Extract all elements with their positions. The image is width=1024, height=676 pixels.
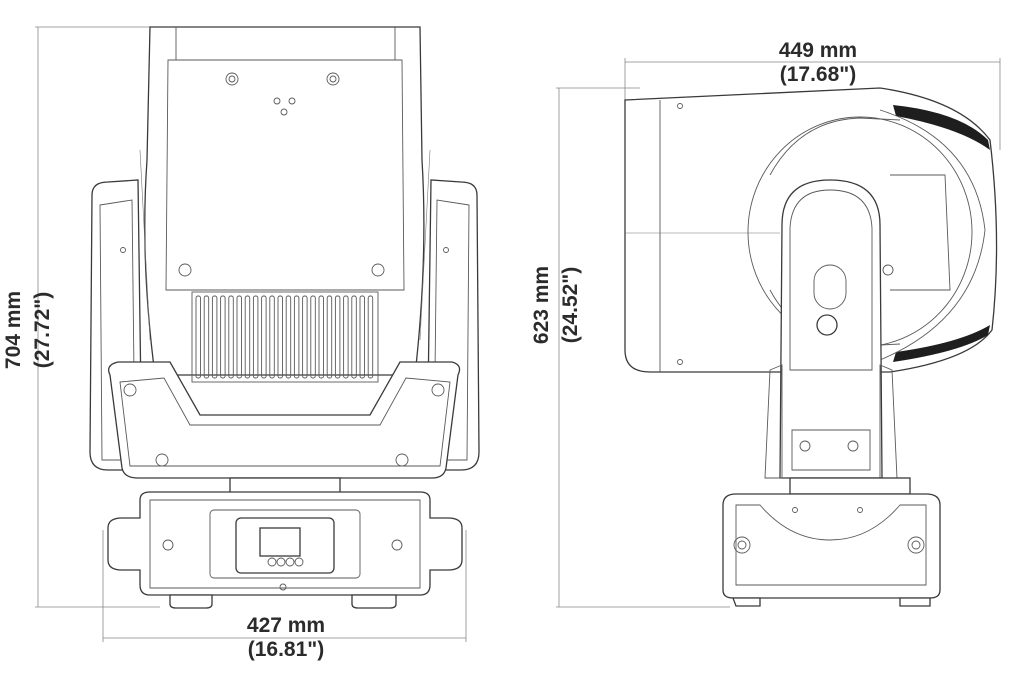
front-head-led-3 xyxy=(280,108,288,116)
vent-slot xyxy=(277,295,283,379)
front-head-screw-bl xyxy=(178,263,192,277)
vent-slot xyxy=(236,295,242,379)
front-head-left-edge xyxy=(139,149,151,341)
front-control-button-3 xyxy=(285,557,295,567)
front-control-button-1 xyxy=(267,557,277,567)
vent-slot xyxy=(367,295,374,379)
front-vent-grille-frame xyxy=(191,291,379,383)
front-base-screw-right xyxy=(391,539,403,551)
front-head-screw-tl-inner xyxy=(228,75,236,83)
side-height-in-label: (24.52") xyxy=(559,267,582,344)
vent-slot xyxy=(343,295,349,379)
vent-slot xyxy=(359,295,365,379)
front-display-screen xyxy=(259,527,301,557)
side-yoke-screw-2 xyxy=(847,440,859,452)
side-head-screw-top xyxy=(677,103,683,109)
side-yoke-right-rib xyxy=(879,364,898,479)
vent-slot xyxy=(203,295,210,379)
vent-slot xyxy=(293,295,300,379)
vent-slot xyxy=(326,295,333,379)
vent-slot xyxy=(318,295,324,379)
vent-slot xyxy=(244,295,251,379)
front-vent-slots xyxy=(195,295,374,379)
side-yoke-screw-1 xyxy=(799,440,811,452)
side-logo-badge xyxy=(816,314,838,336)
front-base-inner xyxy=(149,499,421,589)
side-yoke-lower-panel xyxy=(791,429,871,471)
front-head-screw-tl xyxy=(225,72,239,86)
front-control-button-4 xyxy=(294,557,304,567)
front-head-screw-tr-inner xyxy=(329,75,337,83)
front-yoke-screw-1 xyxy=(123,383,137,397)
side-yoke-arm-inner xyxy=(789,189,873,371)
vent-slot xyxy=(195,295,201,379)
front-head-right-edge xyxy=(419,149,431,341)
side-base-handle-cutout xyxy=(735,504,927,586)
front-head-rear-panel xyxy=(165,59,405,291)
front-height-in-label: (27.72") xyxy=(31,292,54,369)
front-view: 704 mm (27.72") 427 mm (16.81") xyxy=(2,26,480,661)
vent-slot xyxy=(228,295,234,379)
front-base-foot-left xyxy=(169,594,213,609)
front-base-foot-right xyxy=(351,594,397,609)
front-head-screw-br xyxy=(371,263,385,277)
side-height-mm-label: 623 mm xyxy=(530,266,553,344)
side-front-lens-rim-bottom xyxy=(893,325,990,362)
side-head-screw-bottom xyxy=(677,359,683,365)
side-base-housing xyxy=(722,493,941,599)
vent-slot xyxy=(269,295,275,379)
side-base-foot-right xyxy=(899,597,931,607)
vent-slot xyxy=(252,295,259,379)
side-base-screw-right xyxy=(907,536,925,554)
side-front-bezel xyxy=(879,109,986,361)
vent-slot xyxy=(220,295,226,379)
front-left-arm-screw xyxy=(120,247,126,253)
side-depth-mm-label: 449 mm xyxy=(779,39,857,62)
side-base-vent-1 xyxy=(792,507,798,513)
vent-slot xyxy=(351,295,357,379)
front-head-screw-tr xyxy=(326,72,340,86)
front-head-led-2 xyxy=(288,97,296,105)
vent-slot xyxy=(211,295,218,379)
vent-slot xyxy=(334,295,341,379)
front-base-screw-bottom xyxy=(279,583,287,591)
side-base-screw-left xyxy=(733,536,751,554)
side-yoke-left-rib xyxy=(764,364,783,479)
side-tilt-bracket xyxy=(890,174,951,291)
vent-slot xyxy=(310,295,316,379)
side-base-screw-left-inner xyxy=(737,540,747,550)
side-tilt-disc-arc-1 xyxy=(769,117,901,176)
front-width-mm-label: 427 mm xyxy=(247,614,325,637)
front-display-frame xyxy=(209,509,361,579)
front-head-led-1 xyxy=(273,97,281,105)
side-view: 449 mm (17.68") 623 mm (24.52") xyxy=(530,39,1001,608)
front-base-screw-left xyxy=(162,539,174,551)
vent-slot xyxy=(285,295,292,379)
front-right-arm-screw xyxy=(443,247,449,253)
side-depth-in-label: (17.68") xyxy=(780,63,857,86)
side-pan-neck xyxy=(789,477,911,495)
side-front-lens-rim-top xyxy=(893,105,990,150)
side-base-screw-right-inner xyxy=(911,540,921,550)
front-width-in-label: (16.81") xyxy=(248,638,325,661)
front-yoke-screw-4 xyxy=(395,453,409,467)
vent-slot xyxy=(302,295,308,379)
front-head-body xyxy=(144,26,425,376)
front-yoke-screw-3 xyxy=(155,453,169,467)
side-yoke-slot xyxy=(813,264,847,310)
front-yoke-u-frame-inner xyxy=(119,377,451,467)
side-base-vent-2 xyxy=(857,507,863,513)
side-head-knob xyxy=(882,264,894,276)
front-height-mm-label: 704 mm xyxy=(2,291,25,369)
vent-slot xyxy=(261,295,267,379)
front-yoke-screw-2 xyxy=(431,383,445,397)
side-base-foot-left xyxy=(732,597,761,607)
front-control-button-2 xyxy=(276,557,286,567)
front-yoke-u-frame xyxy=(107,361,461,479)
